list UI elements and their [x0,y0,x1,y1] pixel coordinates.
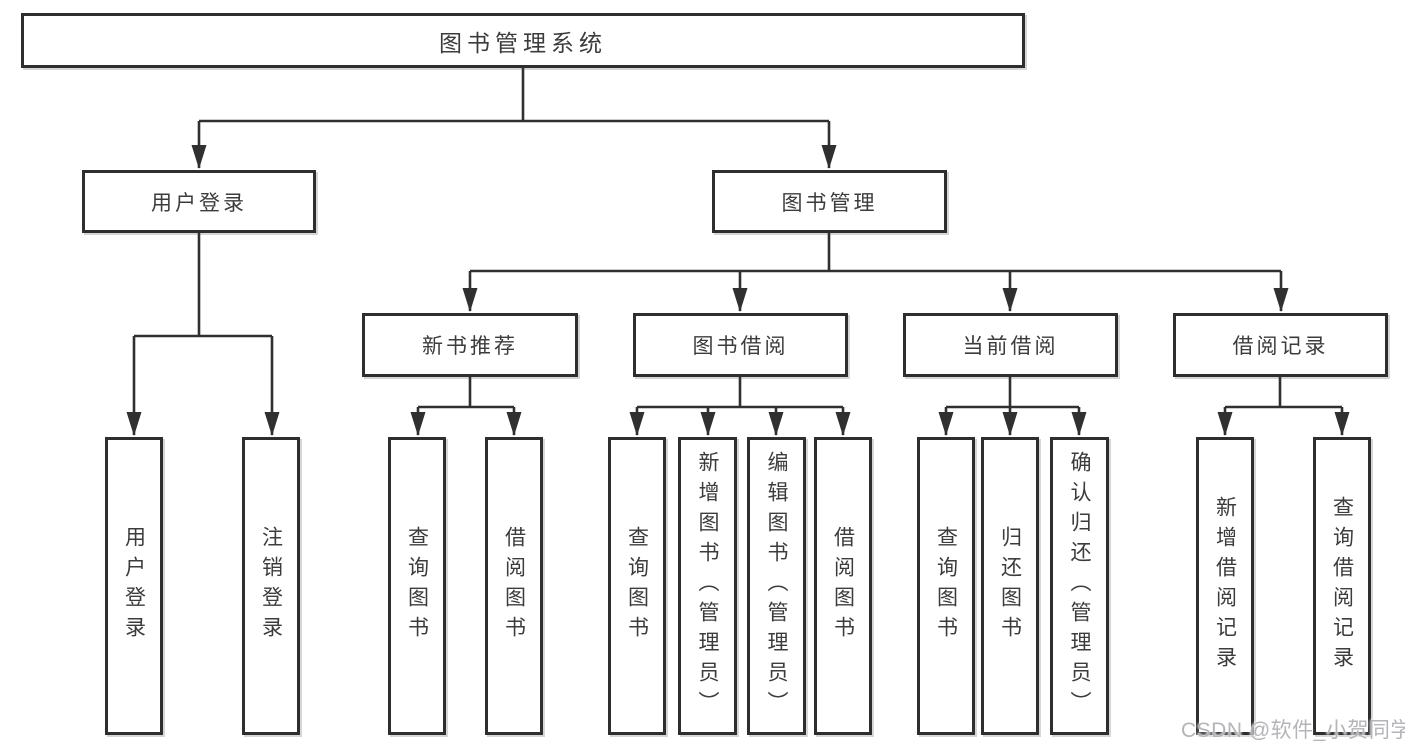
branch-node-current-borrowing: 当前借阅 [903,313,1118,377]
leaf-label: 查询图书 [625,526,649,646]
branch-node-book-management: 图书管理 [712,170,947,233]
leaf-label: 新增图书（管理员） [696,451,719,721]
leaf-node-user-login: 用户登录 [105,437,163,735]
branch-node-borrowing-records: 借阅记录 [1173,313,1388,377]
leaf-node-return-book: 归还图书 [981,437,1039,735]
connector-record-to-leaves [1217,377,1350,436]
connector-newbook-to-leaves [410,377,522,436]
leaf-label: 确认归还（管理员） [1068,451,1091,721]
leaf-label: 借阅图书 [502,526,526,646]
leaf-label: 查询借阅记录 [1330,496,1354,676]
branch-node-new-book-recommend: 新书推荐 [362,313,578,377]
connector-current-to-leaves [938,377,1087,436]
connector-borrow-to-leaves [629,377,851,436]
leaf-label: 注销登录 [259,526,283,646]
leaf-node-logout: 注销登录 [242,437,300,735]
leaf-label: 新增借阅记录 [1213,496,1237,676]
leaf-node-add-borrow-record: 新增借阅记录 [1196,437,1254,735]
branch-node-user-login: 用户登录 [82,170,316,233]
csdn-watermark: CSDN @软件_小贺同学 [1181,719,1405,742]
connector-login-to-leaves [126,233,280,436]
branch-node-book-borrowing: 图书借阅 [633,313,848,377]
leaf-label: 编辑图书（管理员） [765,451,788,721]
leaf-label: 用户登录 [122,526,146,646]
leaf-label: 归还图书 [998,526,1022,646]
connector-root-to-level2 [191,68,837,169]
leaf-node-query-books-borrow: 查询图书 [608,437,666,735]
leaf-node-edit-book-admin: 编辑图书（管理员） [747,437,806,735]
leaf-node-query-borrow-record: 查询借阅记录 [1313,437,1371,735]
leaf-node-query-books-current: 查询图书 [917,437,975,735]
connector-mgmt-to-level3 [462,233,1289,312]
leaf-node-borrow-books-newbook: 借阅图书 [485,437,543,735]
leaf-node-add-book-admin: 新增图书（管理员） [678,437,737,735]
leaf-node-borrow-books-borrow: 借阅图书 [814,437,872,735]
leaf-label: 查询图书 [934,526,958,646]
leaf-label: 查询图书 [405,526,429,646]
leaf-node-confirm-return-admin: 确认归还（管理员） [1050,437,1109,735]
root-node-library-system: 图书管理系统 [21,13,1025,68]
leaf-node-query-books-newbook: 查询图书 [388,437,446,735]
leaf-label: 借阅图书 [831,526,855,646]
